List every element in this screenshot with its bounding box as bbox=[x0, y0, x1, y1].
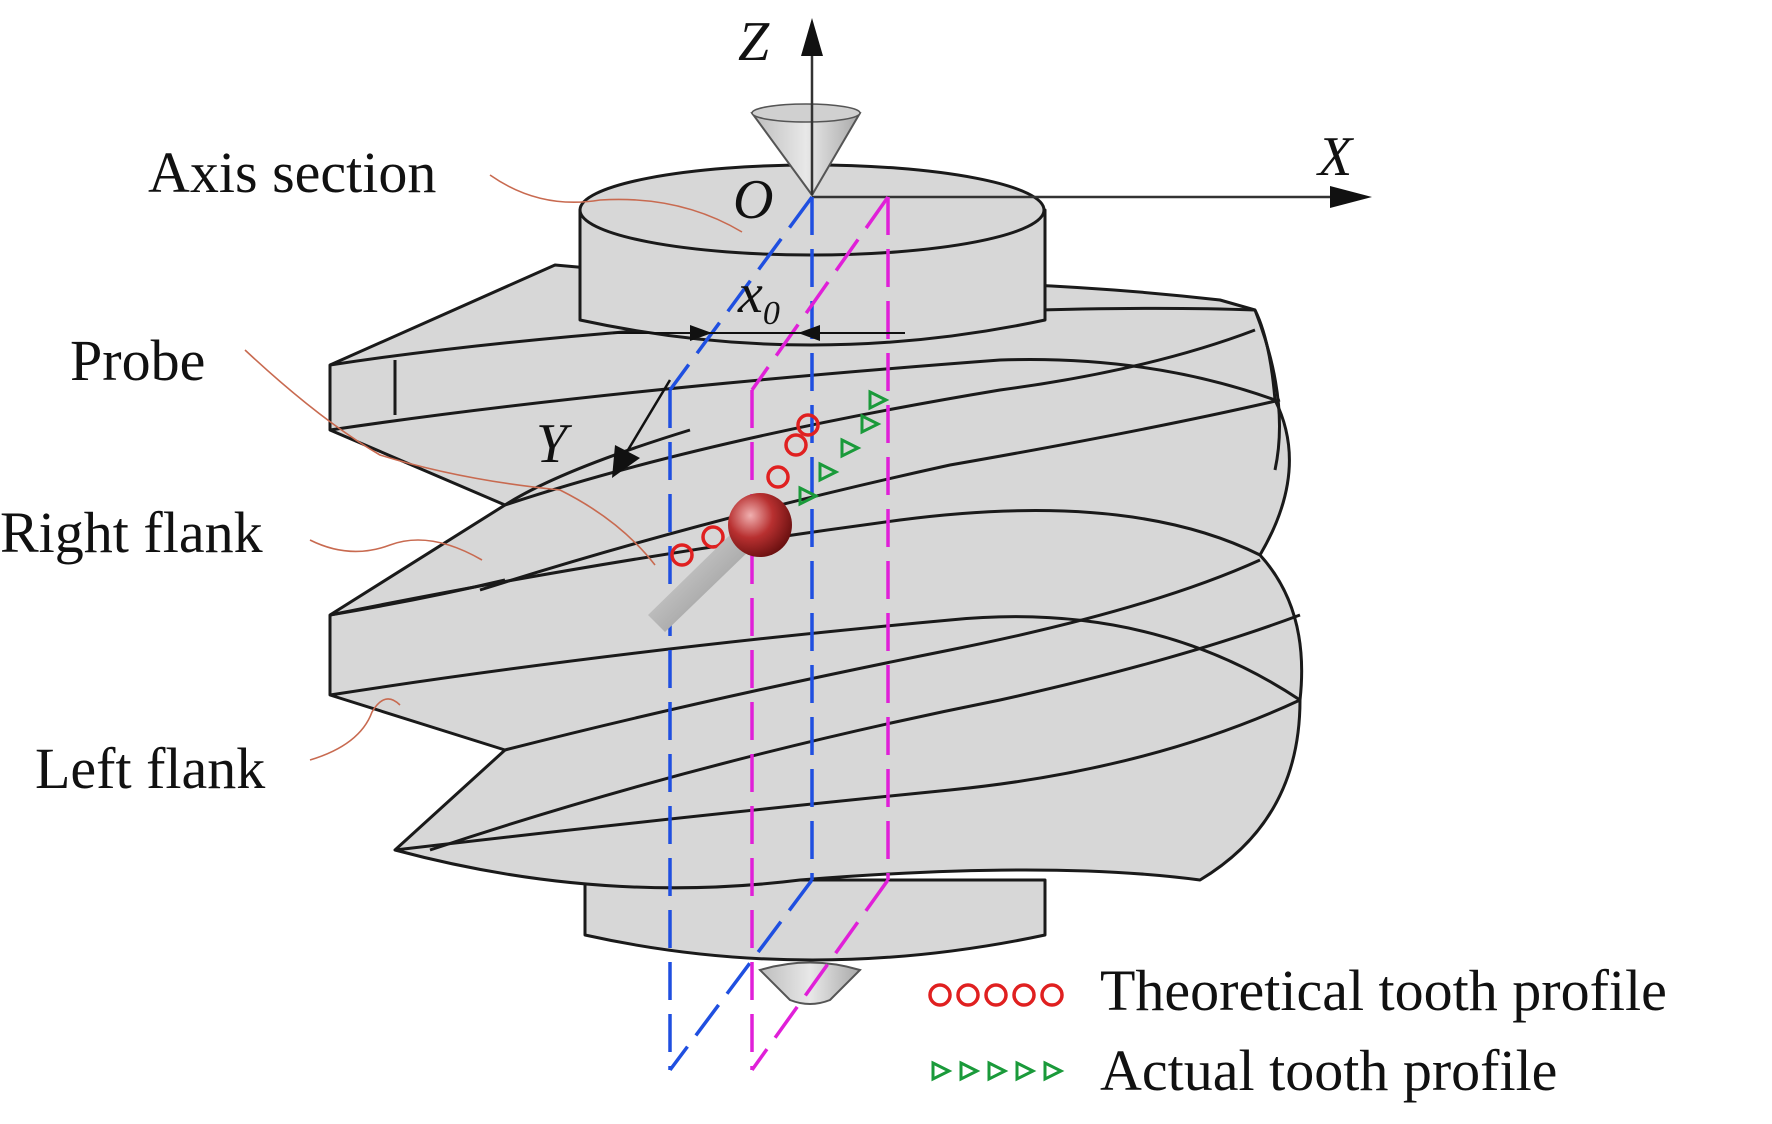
green-triangle-icon bbox=[931, 1060, 1065, 1082]
actual-profile-markers bbox=[798, 389, 890, 507]
bottom-center-cone bbox=[758, 961, 862, 1005]
x0-dimension bbox=[613, 325, 905, 341]
legend-theoretical-label: Theoretical tooth profile bbox=[1100, 958, 1667, 1023]
left-flank-label: Left flank bbox=[35, 736, 265, 801]
right-flank-leader bbox=[309, 539, 483, 561]
origin-label: O bbox=[733, 169, 773, 231]
probe-ball bbox=[728, 493, 792, 557]
offset-x0-main: x bbox=[737, 263, 763, 325]
theoretical-point bbox=[670, 543, 694, 567]
offset-x0-subscript: 0 bbox=[763, 295, 780, 332]
actual-point bbox=[840, 437, 862, 459]
top-center-cone bbox=[750, 103, 862, 197]
y-axis bbox=[612, 379, 672, 478]
z-axis-label: Z bbox=[738, 11, 770, 73]
probe-label: Probe bbox=[70, 328, 205, 393]
actual-point bbox=[798, 485, 820, 507]
legend: Theoretical tooth profile Actual tooth p… bbox=[928, 958, 1667, 1103]
red-circle-icon bbox=[928, 983, 1064, 1007]
z-axis bbox=[801, 18, 823, 195]
axis-section-leader bbox=[489, 174, 743, 233]
offset-x0-label: x0 bbox=[737, 263, 780, 332]
theoretical-profile-markers bbox=[670, 413, 820, 567]
actual-point bbox=[818, 461, 840, 483]
right-flank-label: Right flank bbox=[0, 500, 263, 565]
probe-leader bbox=[244, 349, 656, 566]
theoretical-point bbox=[784, 433, 808, 457]
x-axis bbox=[812, 186, 1372, 208]
theoretical-point bbox=[796, 413, 820, 437]
worm-body bbox=[328, 263, 1304, 890]
axis-section-label: Axis section bbox=[148, 140, 436, 205]
actual-point bbox=[860, 413, 882, 435]
x-axis-label: X bbox=[1316, 126, 1355, 188]
theoretical-point bbox=[766, 465, 790, 489]
theoretical-point bbox=[701, 525, 725, 549]
axis-section-plane bbox=[668, 195, 814, 1072]
left-flank-leader bbox=[309, 698, 401, 761]
y-axis-label: Y bbox=[536, 413, 573, 475]
actual-point bbox=[868, 389, 890, 411]
leader-lines bbox=[244, 174, 743, 761]
probe bbox=[648, 493, 792, 632]
bottom-shaft bbox=[583, 878, 1047, 962]
probe-stem bbox=[648, 530, 752, 632]
legend-actual-label: Actual tooth profile bbox=[1100, 1038, 1557, 1103]
